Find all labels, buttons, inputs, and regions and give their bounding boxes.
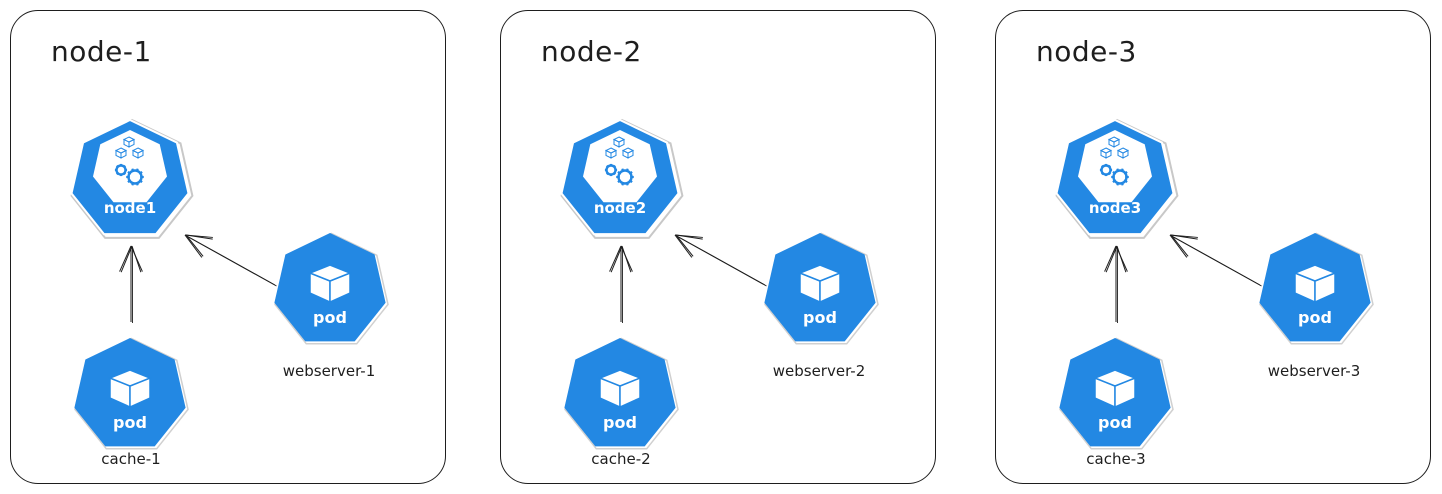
- cluster-title: node-1: [51, 35, 152, 68]
- cluster-node-3: node-3: [995, 10, 1431, 484]
- cluster-node-1: node-1: [10, 10, 446, 484]
- cluster-node-2: node-2: [500, 10, 936, 484]
- cluster-title: node-3: [1036, 35, 1137, 68]
- cluster-title: node-2: [541, 35, 642, 68]
